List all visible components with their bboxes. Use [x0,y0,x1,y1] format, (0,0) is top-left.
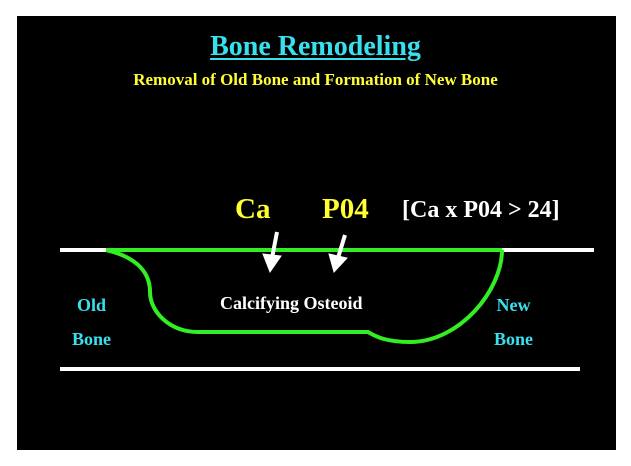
old-bone-label: Old Bone [72,288,111,356]
slide-subtitle: Removal of Old Bone and Formation of New… [0,70,631,90]
p04-arrow [329,235,347,272]
ca-label: Ca [235,193,270,226]
calcifying-osteoid-label: Calcifying Osteoid [220,293,363,314]
new-bone-line1: New [494,288,533,322]
new-bone-line2: Bone [494,322,533,356]
new-bone-label: New Bone [494,288,533,356]
slide-title: Bone Remodeling [0,31,631,63]
p04-label: P04 [322,193,369,226]
old-bone-line2: Bone [72,322,111,356]
product-threshold-label: [Ca x P04 > 24] [402,197,560,224]
old-bone-line1: Old [72,288,111,322]
